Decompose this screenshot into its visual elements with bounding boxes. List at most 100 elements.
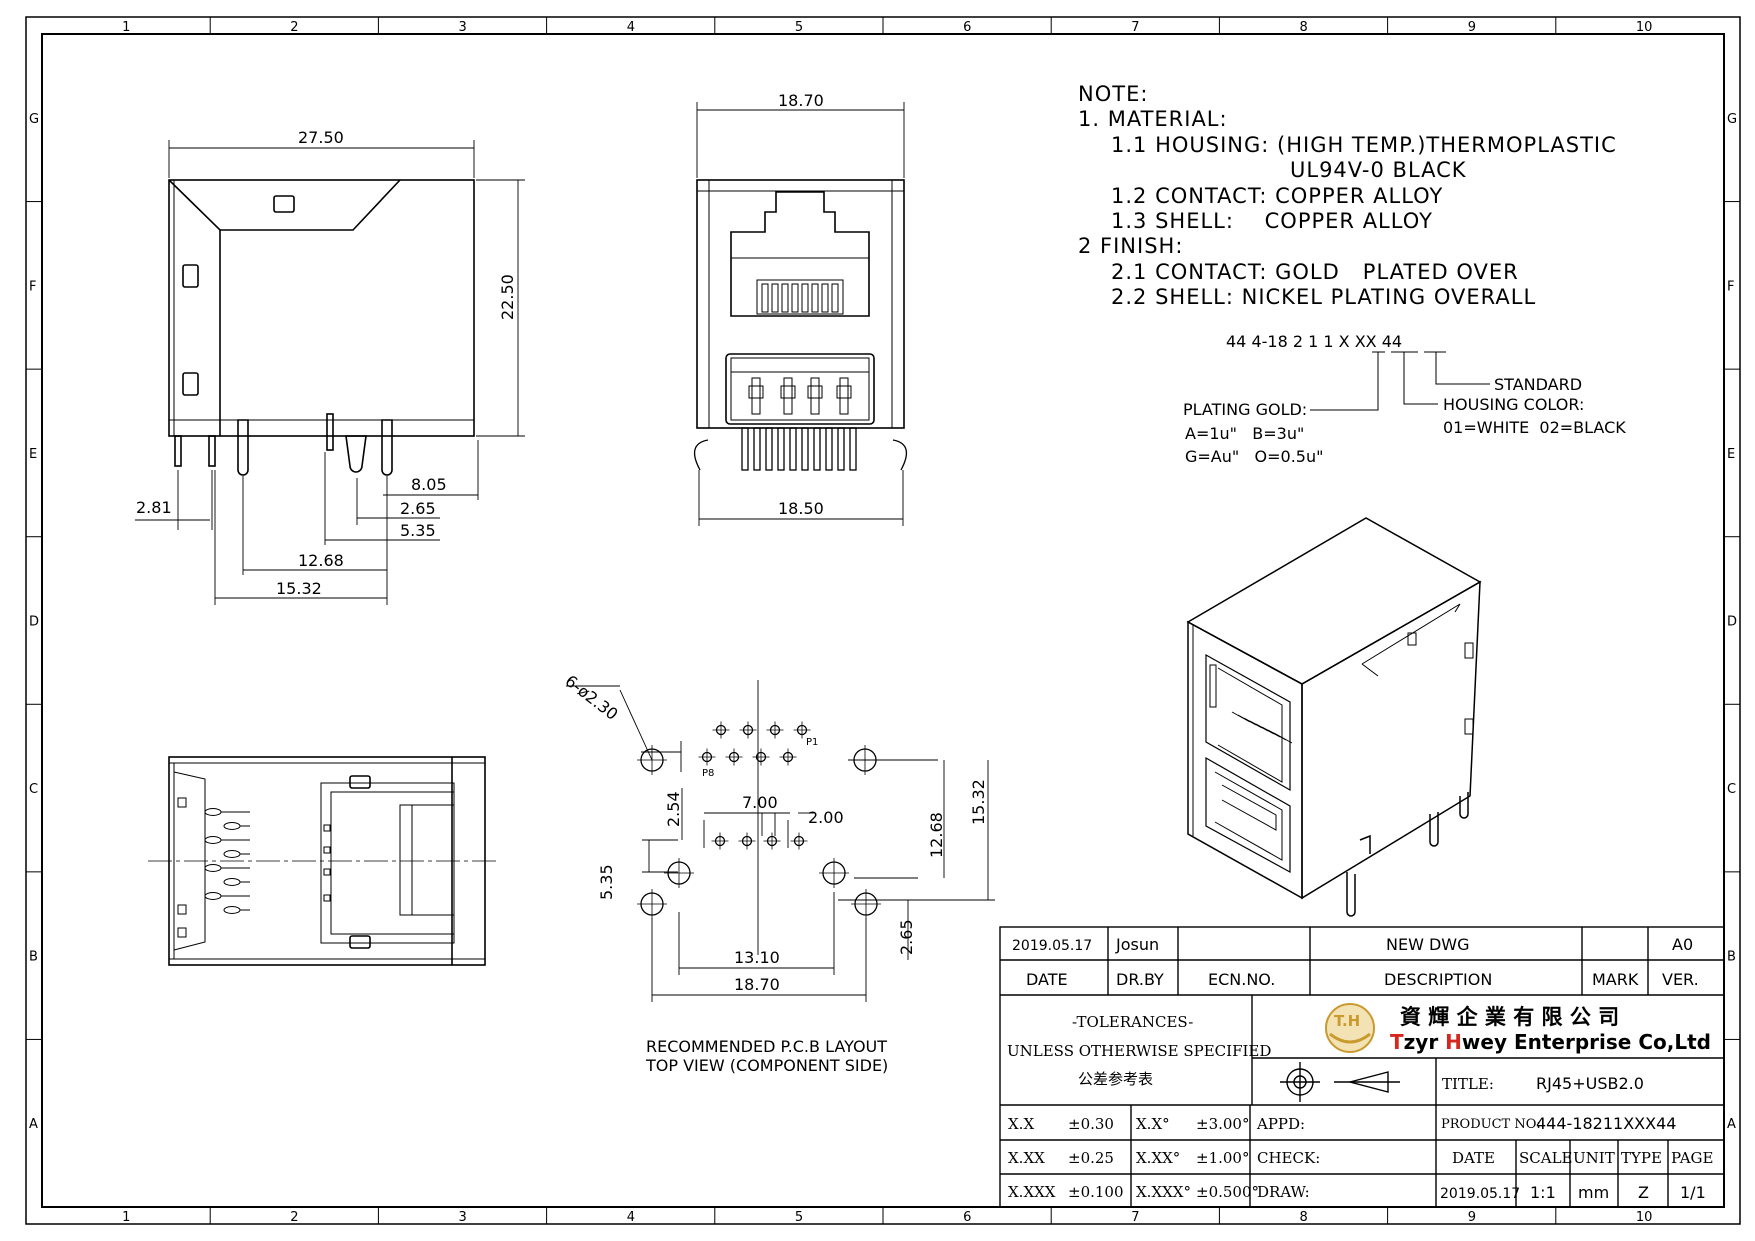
front-leg: [837, 427, 845, 471]
tol-key-angular: X.XXX°: [1136, 1183, 1191, 1201]
svg-text:T.H: T.H: [1334, 1012, 1360, 1030]
col-ref-top: 2: [290, 20, 298, 35]
col-ref-bottom: 3: [459, 1210, 467, 1225]
bottom-pin: [223, 850, 241, 858]
part-code: 44 4-18 2 1 1 X XX 44: [1226, 332, 1402, 351]
usb-pin: [323, 894, 331, 902]
col-ref-top: 7: [1131, 20, 1139, 35]
bottom-pin: [204, 808, 222, 816]
tb-drby-label: DR.BY: [1116, 970, 1164, 989]
note-line-7: 2.1 CONTACT: GOLD PLATED OVER: [1111, 260, 1519, 284]
bottom-pin: [204, 836, 222, 844]
tb-type-label: TYPE: [1621, 1149, 1662, 1167]
tb-date-value: 2019.05.17: [1012, 938, 1092, 954]
col-ref-bottom: 6: [963, 1210, 971, 1225]
col-ref-top: 4: [627, 20, 635, 35]
col-ref-bottom: 8: [1300, 1210, 1308, 1225]
bottom-pin: [223, 906, 241, 914]
tb-ecn-label: ECN.NO.: [1208, 970, 1275, 989]
rj45-contact: [781, 283, 789, 313]
tol-value-linear: ±0.100: [1068, 1183, 1124, 1201]
front-view-dimensions: [696, 102, 905, 526]
front-view: [693, 179, 908, 471]
pcb-dim-1532: 15.32: [969, 779, 988, 825]
pcb-pin-last: P8: [702, 768, 714, 779]
title-block-grid: [999, 926, 1725, 1208]
col-ref-bottom: 5: [795, 1210, 803, 1225]
tb-page-value: 1/1: [1680, 1183, 1706, 1202]
tb-version-value: A0: [1672, 935, 1693, 954]
col-ref-top: 8: [1300, 20, 1308, 35]
col-ref-bottom: 1: [122, 1210, 130, 1225]
row-ref-right: F: [1727, 279, 1734, 294]
note-line-4: 1.2 CONTACT: COPPER ALLOY: [1111, 184, 1443, 208]
side-view-dimensions: [135, 140, 525, 605]
dim-side-1: 2.81: [136, 498, 172, 517]
bottom-pin: [223, 878, 241, 886]
col-ref-top: 5: [795, 20, 803, 35]
tol-value-angular: ±1.00°: [1196, 1149, 1249, 1167]
rj45-contact: [811, 283, 819, 313]
bottom-pin: [204, 892, 222, 900]
col-ref-top: 9: [1468, 20, 1476, 35]
tb-date-label: DATE: [1026, 970, 1068, 989]
pcb-dim-1268: 12.68: [927, 812, 946, 858]
col-ref-bottom: 2: [290, 1210, 298, 1225]
tb-product-value: 444-18211XXX44: [1536, 1114, 1676, 1133]
dim-side-6: 15.32: [276, 579, 322, 598]
tol-value-linear: ±0.30: [1068, 1115, 1114, 1133]
row-ref-right: G: [1727, 112, 1737, 127]
front-leg: [801, 427, 809, 471]
tb-drawn-by-value: Josun: [1115, 935, 1159, 954]
iso-contact: [1273, 732, 1293, 744]
pcb-dim-265: 2.65: [897, 919, 916, 955]
iso-latch: [1209, 664, 1217, 708]
row-ref-right: C: [1727, 782, 1736, 797]
row-ref-left: B: [29, 950, 38, 965]
usb-contact-head: [807, 385, 823, 399]
row-ref-left: G: [29, 112, 39, 127]
side-view: [168, 179, 475, 476]
usb-pin: [323, 846, 331, 854]
tb-ver-label: VER.: [1662, 970, 1699, 989]
row-ref-left: F: [29, 279, 36, 294]
company-logo: T.H: [1325, 1003, 1375, 1053]
tb-company-en-rest: wey Enterprise Co,Ltd: [1462, 1030, 1711, 1054]
row-ref-left: E: [29, 447, 37, 462]
row-ref-right: B: [1727, 950, 1736, 965]
part-code-plating-b: G=Au" O=0.5u": [1185, 447, 1323, 466]
usb-pin: [323, 824, 331, 832]
tb-unit-label: UNIT: [1573, 1149, 1615, 1167]
dim-side-2: 8.05: [411, 475, 447, 494]
tol-value-angular: ±3.00°: [1196, 1115, 1249, 1133]
tb-scale-label: SCALE: [1519, 1149, 1573, 1167]
col-ref-bottom: 10: [1636, 1210, 1653, 1225]
rj45-contact: [831, 283, 839, 313]
usb-contact: [810, 377, 820, 415]
tb-company-en-t: T: [1390, 1030, 1404, 1054]
col-ref-bottom: 9: [1468, 1210, 1476, 1225]
note-line-2: 1.1 HOUSING: (HIGH TEMP.)THERMOPLASTIC: [1111, 133, 1617, 157]
row-ref-left: A: [29, 1117, 38, 1132]
isometric-view: [1186, 517, 1482, 917]
tol-key-linear: X.X: [1008, 1115, 1034, 1133]
pcb-caption-1: RECOMMENDED P.C.B LAYOUT: [646, 1037, 887, 1056]
usb-contact-head: [780, 385, 796, 399]
tb-mark-label: MARK: [1592, 970, 1639, 989]
rj45-contact: [771, 283, 779, 313]
tol-key-angular: X.XX°: [1136, 1149, 1180, 1167]
tol-key-linear: X.XXX: [1008, 1183, 1056, 1201]
note-line-8: 2.2 SHELL: NICKEL PLATING OVERALL: [1111, 285, 1536, 309]
pcb-dim-1310: 13.10: [734, 948, 780, 967]
rj45-contact: [801, 283, 809, 313]
tb-date2-label: DATE: [1452, 1149, 1495, 1167]
tb-draw-label: DRAW:: [1257, 1183, 1310, 1201]
col-ref-top: 10: [1636, 20, 1653, 35]
pcb-pin-first: P1: [806, 737, 818, 748]
front-leg: [777, 427, 785, 471]
col-ref-bottom: 7: [1131, 1210, 1139, 1225]
tb-company-cn: 資 輝 企 業 有 限 公 司: [1400, 1004, 1619, 1029]
pcb-caption-2: TOP VIEW (COMPONENT SIDE): [645, 1056, 888, 1075]
